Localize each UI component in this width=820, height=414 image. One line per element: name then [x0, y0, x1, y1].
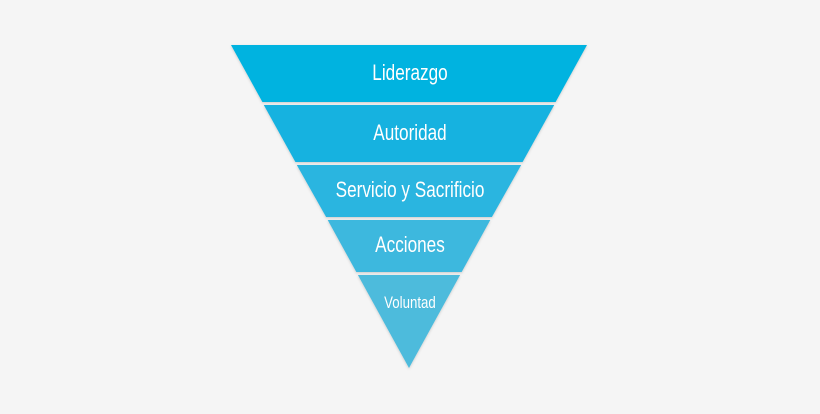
- level-2-band: [263, 105, 555, 162]
- level-2-label: Autoridad: [373, 120, 447, 145]
- level-3-band: [296, 165, 522, 217]
- level-4-label: Acciones: [375, 232, 445, 257]
- level-5-label: Voluntad: [384, 293, 436, 312]
- level-4-band: [327, 220, 491, 272]
- level-1-band: [231, 45, 587, 102]
- level-1-label: Liderazgo: [372, 60, 448, 85]
- level-3-label: Servicio y Sacrificio: [335, 177, 485, 202]
- level-5-band: [357, 275, 461, 368]
